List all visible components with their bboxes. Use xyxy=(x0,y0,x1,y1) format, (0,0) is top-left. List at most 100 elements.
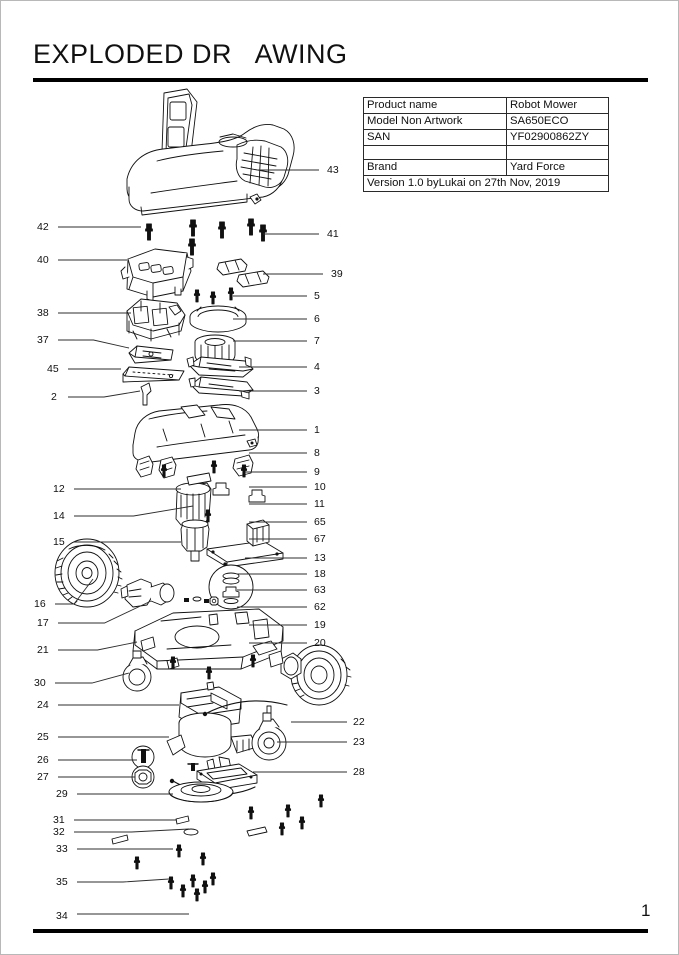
info-key-brand: Brand xyxy=(363,159,507,176)
part-buzzer-7 xyxy=(194,334,236,367)
part-motor-unit-25 xyxy=(166,712,258,772)
callout-number-27: 27 xyxy=(37,771,49,783)
part-connector-67 xyxy=(246,519,270,547)
leader-line-14 xyxy=(74,505,194,517)
callout-number-28: 28 xyxy=(353,766,365,778)
callout-number-9: 9 xyxy=(314,466,320,478)
part-screws-42 xyxy=(145,218,267,256)
part-chassis-base xyxy=(132,608,284,680)
info-key-product-name: Product name xyxy=(363,97,507,114)
leader-line-2 xyxy=(68,390,141,398)
part-wheel-hub-right xyxy=(268,650,302,680)
table-row: Brand Yard Force xyxy=(363,159,609,176)
callout-number-22: 22 xyxy=(353,716,365,728)
part-motor-shaft xyxy=(180,519,210,562)
callout-number-12: 12 xyxy=(53,483,65,495)
info-key-blank xyxy=(363,145,507,160)
info-version-text: Version 1.0 byLukai on 27th Nov, 2019 xyxy=(363,175,609,192)
page-number: 1 xyxy=(641,901,651,920)
callout-number-25: 25 xyxy=(37,731,49,743)
detail-circle-bolt xyxy=(131,745,155,769)
callout-number-19: 19 xyxy=(314,619,326,631)
table-row: Model Non Artwork SA650ECO xyxy=(363,113,609,130)
part-bracket-3 xyxy=(188,376,254,400)
callout-number-1: 1 xyxy=(314,424,320,436)
part-drive-wheel-left xyxy=(54,538,123,608)
product-info-table: Product name Robot Mower Model Non Artwo… xyxy=(363,97,609,192)
info-value-san: YF02900862ZY xyxy=(506,129,609,146)
part-inner-chassis-cover xyxy=(132,404,260,463)
leader-line-16 xyxy=(55,578,94,605)
callout-number-26: 26 xyxy=(37,754,49,766)
part-cable-lower xyxy=(169,778,256,795)
part-drive-wheel-right xyxy=(290,644,352,706)
callout-number-8: 8 xyxy=(314,447,320,459)
callout-number-41: 41 xyxy=(327,228,339,240)
part-nuts-10-11 xyxy=(212,482,266,503)
callout-number-29: 29 xyxy=(56,788,68,800)
part-caster-wheel xyxy=(251,705,287,761)
callout-number-7: 7 xyxy=(314,335,320,347)
callout-number-6: 6 xyxy=(314,313,320,325)
part-screw-65 xyxy=(204,509,212,523)
part-bracket-4 xyxy=(186,356,254,378)
footer-divider xyxy=(33,929,648,933)
part-control-panel-housing xyxy=(120,248,194,302)
part-mounts-8-9 xyxy=(135,454,254,479)
part-bumpers-39 xyxy=(216,258,270,288)
callout-number-63: 63 xyxy=(314,584,326,596)
callout-number-21: 21 xyxy=(37,644,49,656)
part-inner-bracket-38 xyxy=(126,298,186,342)
leader-line-32 xyxy=(74,828,190,833)
part-top-cover xyxy=(126,88,295,216)
callout-number-35: 35 xyxy=(56,876,68,888)
info-value-brand: Yard Force xyxy=(506,159,609,176)
table-row: Product name Robot Mower xyxy=(363,97,609,114)
callout-number-17: 17 xyxy=(37,617,49,629)
callout-number-40: 40 xyxy=(37,254,49,266)
callout-number-18: 18 xyxy=(314,568,326,580)
info-value-model: SA650ECO xyxy=(506,113,609,130)
callout-number-14: 14 xyxy=(53,510,65,522)
part-plate-37 xyxy=(128,345,174,364)
detail-circle-nut xyxy=(131,765,155,789)
callout-number-32: 32 xyxy=(53,826,65,838)
callout-number-5: 5 xyxy=(314,290,320,302)
part-screws-5 xyxy=(193,287,235,305)
part-battery-pack xyxy=(178,681,242,730)
callout-number-15: 15 xyxy=(53,536,65,548)
callout-number-65: 65 xyxy=(314,516,326,528)
part-cutting-motor xyxy=(175,472,212,526)
callout-number-43: 43 xyxy=(327,164,339,176)
part-blade-disc-plate xyxy=(196,763,258,791)
table-row-spacer xyxy=(363,145,609,160)
part-cable-22 xyxy=(202,700,288,717)
part-speaker-ring xyxy=(189,305,247,333)
info-key-san: SAN xyxy=(363,129,507,146)
callout-number-38: 38 xyxy=(37,307,49,319)
leader-line-37 xyxy=(58,339,130,349)
leader-line-21 xyxy=(58,641,138,651)
detail-circle-washers xyxy=(208,564,254,610)
callout-number-10: 10 xyxy=(314,481,326,493)
callout-number-20: 20 xyxy=(314,637,326,649)
part-bolt-cluster xyxy=(167,872,217,902)
info-value-product-name: Robot Mower xyxy=(506,97,609,114)
info-value-blank xyxy=(506,145,609,160)
header-divider xyxy=(33,78,648,82)
info-key-model: Model Non Artwork xyxy=(363,113,507,130)
callout-number-24: 24 xyxy=(37,699,49,711)
callout-number-2: 2 xyxy=(51,391,57,403)
callout-number-23: 23 xyxy=(353,736,365,748)
callout-number-16: 16 xyxy=(34,598,46,610)
part-blades-and-washers xyxy=(111,815,268,870)
leader-line-30 xyxy=(55,672,130,684)
callout-number-62: 62 xyxy=(314,601,326,613)
callout-number-30: 30 xyxy=(34,677,46,689)
callout-number-13: 13 xyxy=(314,552,326,564)
table-row-version: Version 1.0 byLukai on 27th Nov, 2019 xyxy=(363,175,609,192)
part-caster-left xyxy=(122,650,152,692)
callout-number-4: 4 xyxy=(314,361,320,373)
leader-line-35 xyxy=(77,878,170,883)
